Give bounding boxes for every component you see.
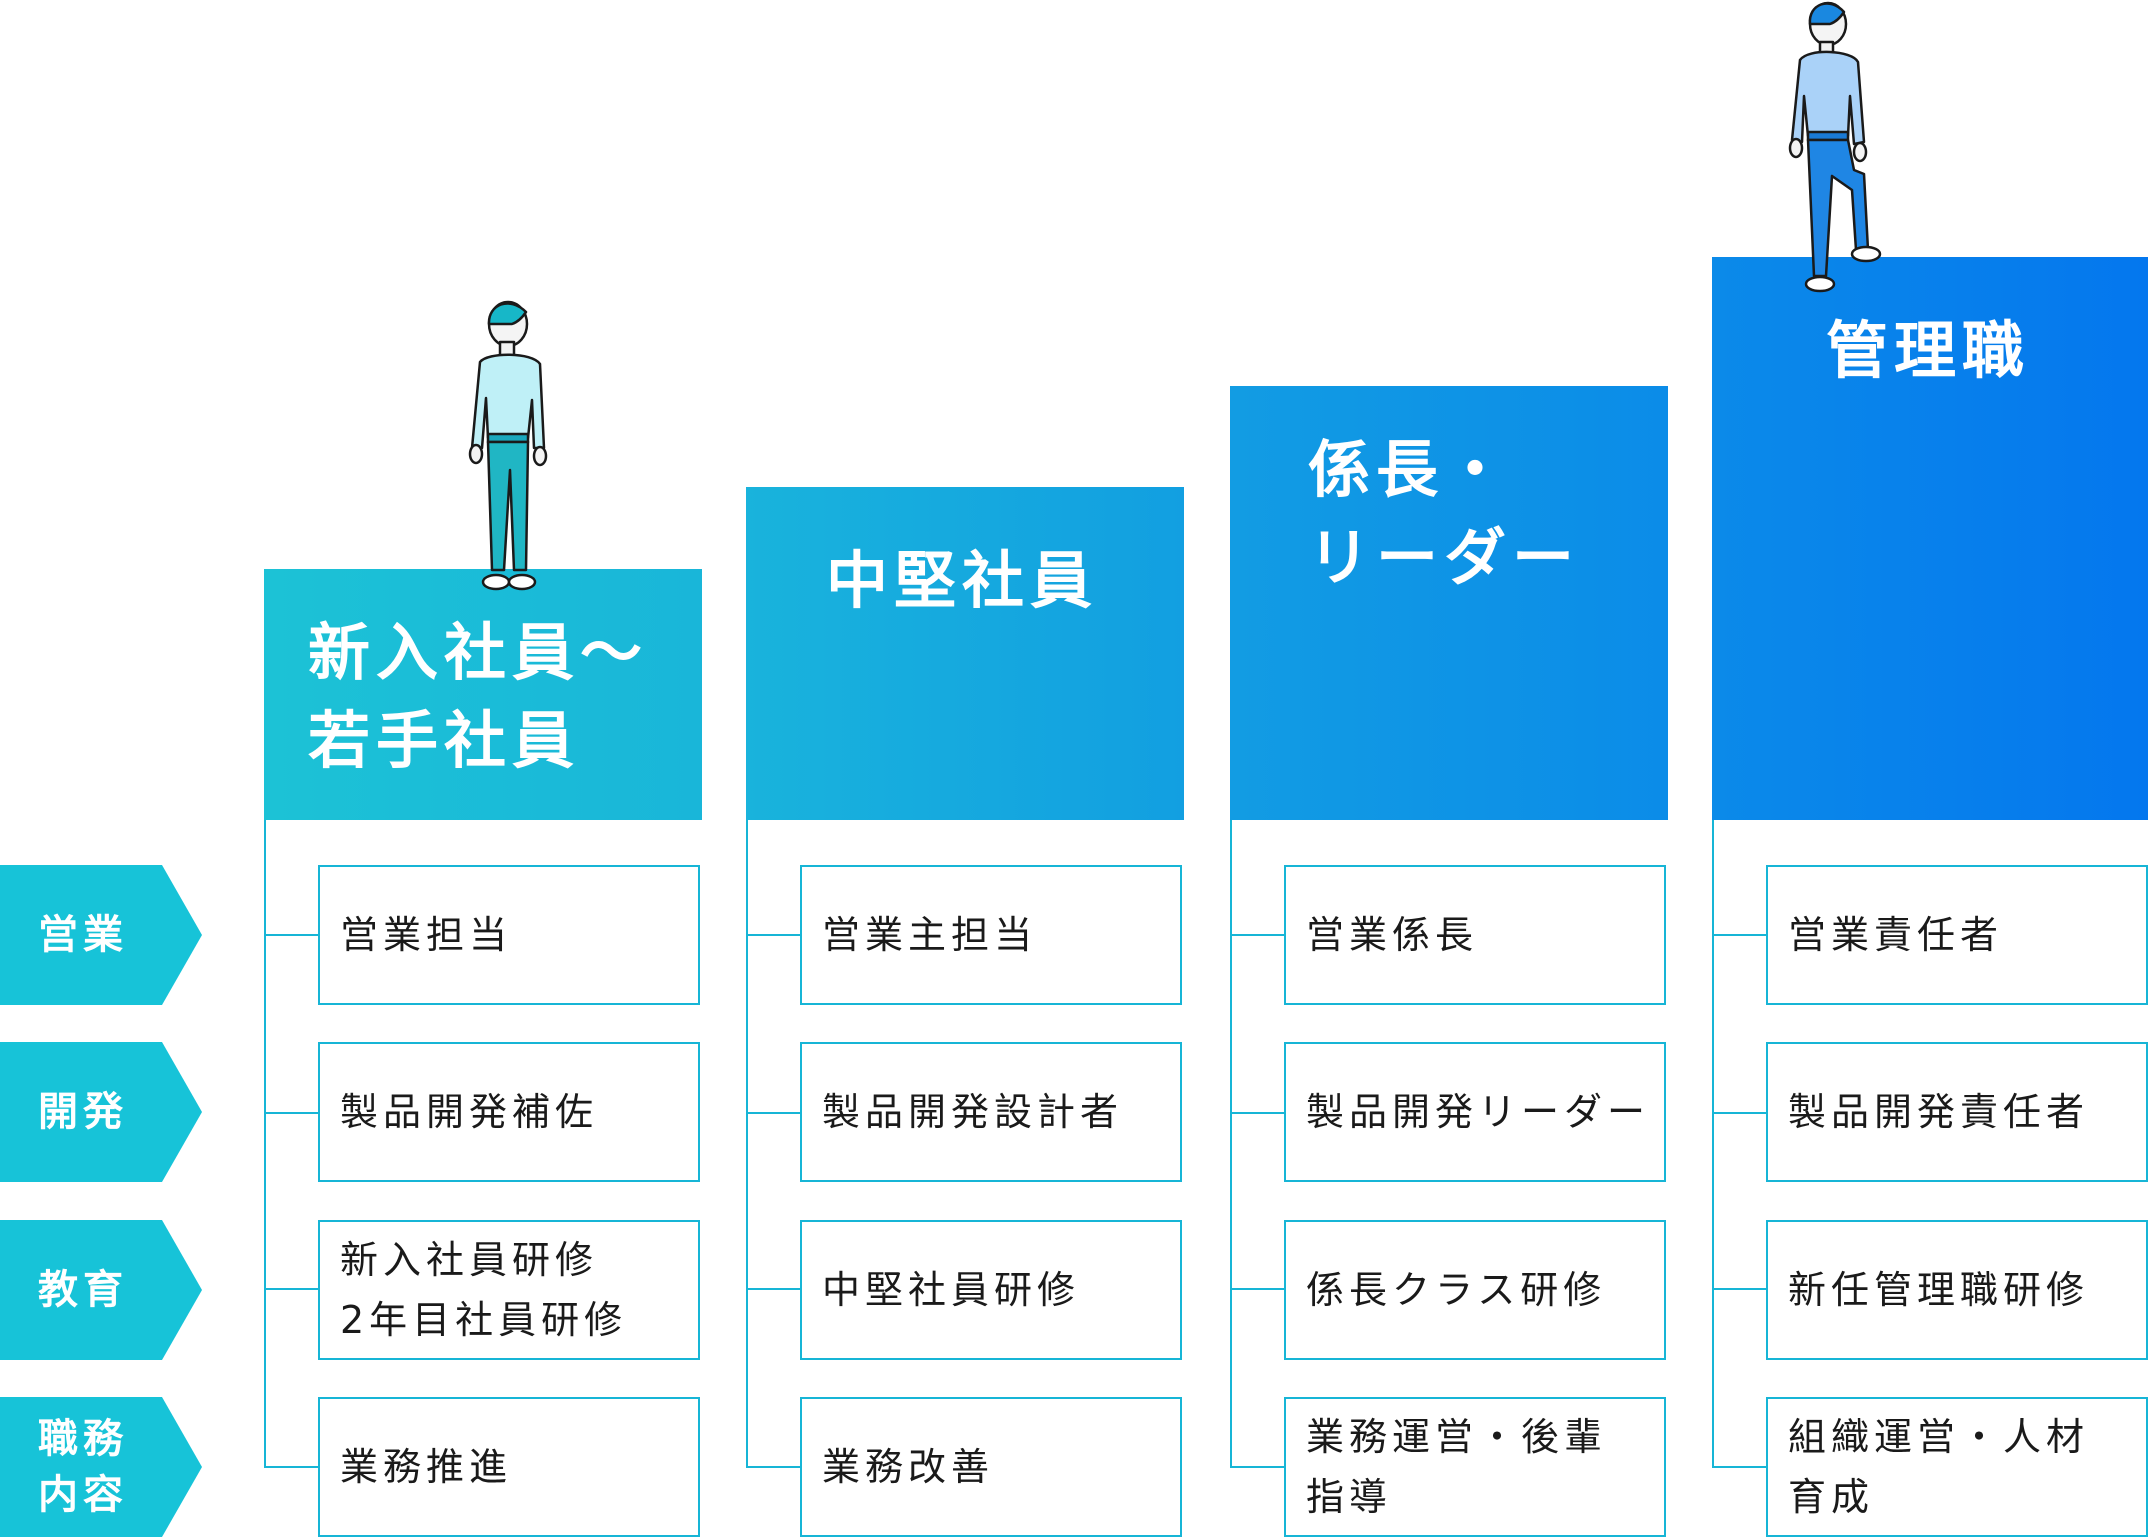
- cell-box: 製品開発補佐: [318, 1042, 700, 1182]
- cell-box: 製品開発責任者: [1766, 1042, 2148, 1182]
- stage-title-1: 新入社員〜 若手社員: [308, 616, 649, 777]
- connector-vertical-2: [746, 820, 748, 1468]
- stage-header-3: 係長・ リーダー: [1230, 386, 1668, 820]
- cell-box: 営業係長: [1284, 865, 1666, 1005]
- cell-box: 係長クラス研修: [1284, 1220, 1666, 1360]
- cell-box: 中堅社員研修: [800, 1220, 1182, 1360]
- stage-header-1: 新入社員〜 若手社員: [264, 569, 702, 820]
- row-label-duties: 職務 内容: [0, 1397, 202, 1537]
- cell-box: 営業担当: [318, 865, 700, 1005]
- connector-horizontal: [264, 1466, 318, 1468]
- row-label-sales: 営業: [0, 865, 202, 1005]
- connector-vertical-4: [1712, 820, 1714, 1468]
- connector-horizontal: [746, 934, 800, 936]
- connector-horizontal: [746, 1466, 800, 1468]
- person-walking-icon: [1788, 1, 1882, 293]
- connector-vertical-1: [264, 820, 266, 1468]
- connector-horizontal: [1712, 1288, 1766, 1290]
- cell-box: 業務運営・後輩 指導: [1284, 1397, 1666, 1537]
- row-label-education: 教育: [0, 1220, 202, 1360]
- cell-box: 新入社員研修 2年目社員研修: [318, 1220, 700, 1360]
- cell-box: 営業主担当: [800, 865, 1182, 1005]
- stage-header-4: 管理職: [1712, 257, 2148, 820]
- connector-horizontal: [1230, 1112, 1284, 1114]
- person-standing-icon: [468, 300, 548, 591]
- connector-horizontal: [1712, 1112, 1766, 1114]
- connector-horizontal: [1230, 934, 1284, 936]
- connector-horizontal: [1712, 1466, 1766, 1468]
- connector-horizontal: [746, 1288, 800, 1290]
- connector-horizontal: [264, 1112, 318, 1114]
- row-label-development: 開発: [0, 1042, 202, 1182]
- cell-box: 組織運営・人材 育成: [1766, 1397, 2148, 1537]
- connector-horizontal: [746, 1112, 800, 1114]
- connector-vertical-3: [1230, 820, 1232, 1468]
- cell-box: 業務推進: [318, 1397, 700, 1537]
- cell-box: 営業責任者: [1766, 865, 2148, 1005]
- cell-box: 製品開発設計者: [800, 1042, 1182, 1182]
- stage-header-2: 中堅社員: [746, 487, 1184, 820]
- stage-title-2: 中堅社員: [826, 544, 1099, 617]
- cell-box: 製品開発リーダー: [1284, 1042, 1666, 1182]
- connector-horizontal: [264, 1288, 318, 1290]
- connector-horizontal: [264, 934, 318, 936]
- connector-horizontal: [1712, 934, 1766, 936]
- cell-box: 新任管理職研修: [1766, 1220, 2148, 1360]
- stage-title-4: 管理職: [1826, 314, 2031, 387]
- connector-horizontal: [1230, 1466, 1284, 1468]
- connector-horizontal: [1230, 1288, 1284, 1290]
- cell-box: 業務改善: [800, 1397, 1182, 1537]
- stage-title-3: 係長・ リーダー: [1308, 433, 1581, 594]
